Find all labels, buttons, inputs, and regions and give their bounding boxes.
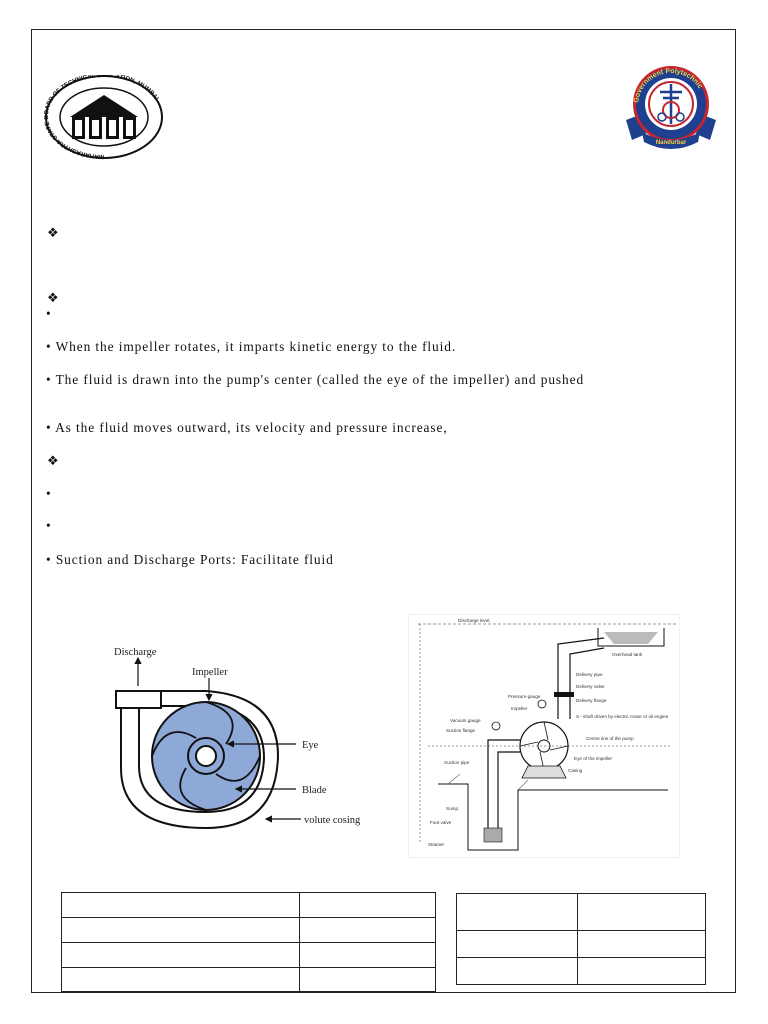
label-pressure-gauge: Pressure gauge	[508, 694, 541, 699]
empty-bullet: •	[46, 518, 52, 533]
table-cell	[61, 942, 300, 968]
table-cell	[456, 957, 578, 985]
table-row	[61, 942, 436, 968]
label-discharge-level: Discharge level	[458, 618, 489, 623]
empty-bullet: •	[46, 306, 52, 321]
table-row	[61, 892, 436, 918]
label-strainer: Strainer	[428, 842, 445, 847]
label-foot-valve: Foot valve	[430, 820, 452, 825]
label-casing: Casing	[568, 768, 583, 773]
diamond-bullet: ❖	[47, 225, 59, 240]
label-impeller: Impeller	[511, 706, 528, 711]
table-cell	[299, 917, 436, 943]
label-impeller: Impeller	[192, 667, 228, 678]
table-row	[61, 917, 436, 943]
pump-installation-diagram: Discharge level Overhead tank Delivery p…	[407, 613, 681, 859]
label-centre-line: Centre line of the pump	[586, 736, 634, 741]
diamond-bullet: ❖	[47, 290, 59, 305]
text-line: • When the impeller rotates, it imparts …	[46, 339, 457, 354]
label-suction-flange: Suction flange	[446, 728, 476, 733]
table-row	[456, 957, 706, 985]
label-shaft-note: S - shaft driven by electric motor or oi…	[576, 714, 669, 719]
table-cell	[456, 930, 578, 958]
polytechnic-banner-text: Nandurbar	[656, 140, 687, 146]
label-sump: Sump	[446, 806, 458, 811]
table-cell	[299, 967, 436, 992]
table-row	[456, 930, 706, 958]
diamond-bullet: ❖	[47, 453, 59, 468]
table-cell	[299, 892, 436, 918]
text-line: • The fluid is drawn into the pump's cen…	[46, 372, 585, 387]
table-cell	[577, 957, 706, 985]
page-border	[31, 29, 736, 993]
table-cell	[299, 942, 436, 968]
table-row	[456, 893, 706, 931]
empty-bullet: •	[46, 486, 52, 501]
label-delivery-valve: Delivery valve	[576, 684, 605, 689]
label-vacuum-gauge: Vacuum gauge	[450, 718, 481, 723]
msbte-logo: MAHARASHTRA STATE BOARD OF TECHNICAL EDU…	[43, 72, 164, 160]
label-eye-of-impeller: Eye of the impeller	[574, 756, 613, 761]
text-line: • Suction and Discharge Ports: Facilitat…	[46, 552, 334, 567]
volute-pump-diagram: Discharge Impeller Eye Blade volute cosi…	[96, 636, 376, 836]
polytechnic-logo: Government Polytechnic Nandurbar	[624, 62, 718, 152]
table-cell	[456, 893, 578, 931]
table-cell	[577, 893, 706, 931]
label-overhead-tank: Overhead tank	[612, 652, 643, 657]
right-table	[456, 893, 706, 985]
left-table	[61, 892, 436, 992]
label-delivery-pipe: Delivery pipe	[576, 672, 603, 677]
label-eye: Eye	[302, 740, 319, 751]
label-blade: Blade	[302, 785, 327, 796]
label-suction-pipe: Suction pipe	[444, 760, 470, 765]
table-cell	[577, 930, 706, 958]
label-volute-casing: volute cosing	[304, 815, 361, 826]
table-row	[61, 967, 436, 992]
label-discharge: Discharge	[114, 647, 157, 658]
table-cell	[61, 917, 300, 943]
table-cell	[61, 892, 300, 918]
label-delivery-flange: Delivery flange	[576, 698, 607, 703]
table-cell	[61, 967, 300, 992]
text-line: • As the fluid moves outward, its veloci…	[46, 420, 448, 435]
